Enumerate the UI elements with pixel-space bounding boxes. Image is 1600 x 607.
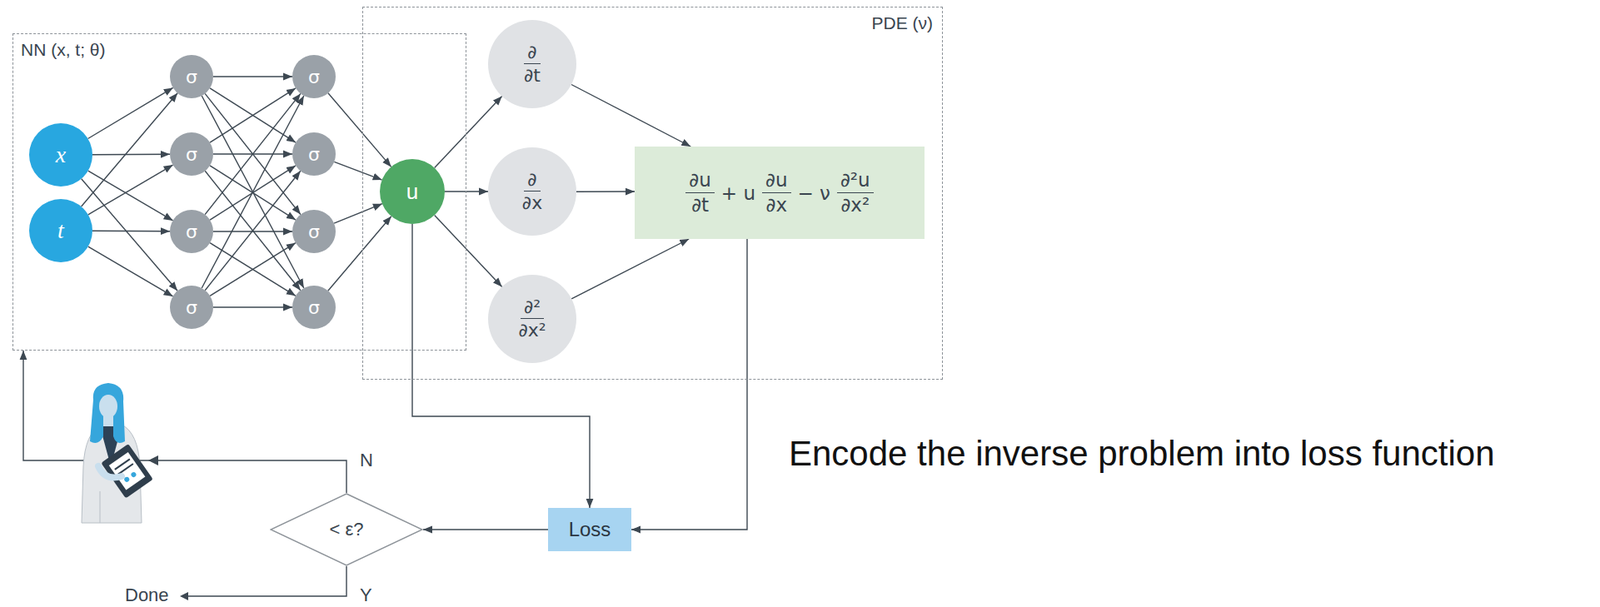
connector (88, 170, 174, 221)
connector (444, 190, 489, 192)
fraction: ∂u∂x (762, 169, 791, 216)
connector (333, 161, 382, 180)
connector (333, 204, 383, 225)
connector (92, 230, 170, 233)
connector (412, 224, 590, 509)
branch-label: Y (359, 584, 373, 607)
denominator: ∂t (520, 64, 544, 86)
derivative-circle: ∂²∂x² (488, 274, 577, 364)
connector (434, 214, 503, 287)
node-label: x (55, 141, 66, 169)
connector (209, 243, 296, 297)
derivative-circle: ∂∂t (488, 19, 577, 109)
node-label: σ (185, 297, 198, 319)
neuron-circle: σ (169, 209, 214, 254)
neuron-circle: σ (292, 54, 336, 99)
fraction: ∂²u∂x² (837, 169, 874, 216)
input-circle: x (29, 123, 93, 187)
output-circle: u (379, 159, 445, 225)
dashed-region: PDE (ν)∂∂t∂∂x∂²∂x²∂u∂t+ u∂u∂x− ν∂²u∂x² (362, 6, 943, 380)
connector (434, 96, 503, 169)
numerator: ∂ (523, 42, 540, 65)
numerator: ∂u (762, 169, 791, 193)
neuron-circle: σ (292, 132, 336, 176)
neuron-circle: σ (169, 54, 214, 99)
neuron-circle: σ (292, 285, 336, 329)
neuron-circle: σ (169, 132, 214, 176)
denominator: ∂x² (514, 319, 549, 341)
connector (213, 75, 293, 77)
connector (204, 170, 301, 290)
fraction: ∂∂x (518, 169, 546, 214)
denominator: ∂x² (837, 193, 873, 216)
connector (576, 190, 635, 193)
connector (631, 239, 748, 530)
connector (201, 95, 305, 289)
connector (571, 239, 689, 300)
connector (209, 243, 296, 297)
numerator: ∂²u (837, 169, 874, 193)
fraction: ∂u∂t (685, 169, 714, 216)
connector (328, 93, 392, 168)
region-label: PDE (ν) (872, 13, 934, 34)
equation-term: − ν (797, 182, 831, 205)
decision-diamond: < ε? (269, 493, 424, 567)
scientist-figure (81, 383, 154, 524)
node-label: σ (308, 144, 320, 165)
node-label: σ (308, 66, 320, 88)
decision-label: < ε? (328, 518, 364, 541)
connector (81, 93, 179, 207)
arrow-head (179, 592, 189, 601)
denominator: ∂x (518, 191, 546, 214)
connector (204, 170, 301, 290)
connector (204, 93, 301, 215)
node-label: σ (185, 221, 198, 243)
loss-box: Loss (548, 508, 632, 552)
connector (571, 84, 691, 148)
connector (204, 93, 301, 215)
neuron-circle: σ (169, 285, 214, 329)
connector (23, 350, 347, 494)
numerator: ∂² (520, 297, 544, 320)
input-circle: t (29, 199, 93, 263)
node-label: u (406, 179, 419, 205)
branch-label: Done (124, 584, 170, 607)
equation-row: ∂u∂t+ u∂u∂x− ν∂²u∂x² (685, 169, 873, 216)
connector (92, 153, 170, 155)
derivative-circle: ∂∂x (488, 147, 577, 236)
connector (328, 216, 392, 292)
annotation-text: Encode the inverse problem into loss fun… (788, 433, 1496, 474)
node-label: t (57, 217, 65, 245)
connector (88, 246, 174, 297)
connector (81, 179, 178, 291)
yes-branch-line (186, 566, 347, 597)
node-label: σ (308, 297, 320, 319)
numerator: ∂u (685, 169, 714, 193)
node-label: σ (308, 221, 320, 243)
dashed-region: NN (x, t; θ) x t σ σ σ σ σ σ σ σ u (12, 33, 467, 351)
node-label: σ (185, 144, 198, 165)
connector (201, 95, 305, 289)
box-label: Loss (568, 518, 612, 542)
denominator: ∂x (762, 193, 792, 216)
numerator: ∂ (523, 169, 540, 192)
node-label: σ (185, 66, 198, 88)
equation-term: + u (721, 182, 756, 205)
fraction: ∂²∂x² (514, 297, 549, 341)
arrow-head (148, 455, 159, 466)
region-label: NN (x, t; θ) (20, 39, 106, 60)
branch-label: N (359, 449, 374, 472)
connector (213, 306, 293, 308)
fraction: ∂∂t (520, 42, 544, 86)
denominator: ∂t (687, 193, 713, 216)
connector (88, 164, 174, 215)
equation-box: ∂u∂t+ u∂u∂x− ν∂²u∂x² (634, 146, 925, 240)
neuron-circle: σ (292, 209, 336, 254)
connector (423, 528, 549, 530)
